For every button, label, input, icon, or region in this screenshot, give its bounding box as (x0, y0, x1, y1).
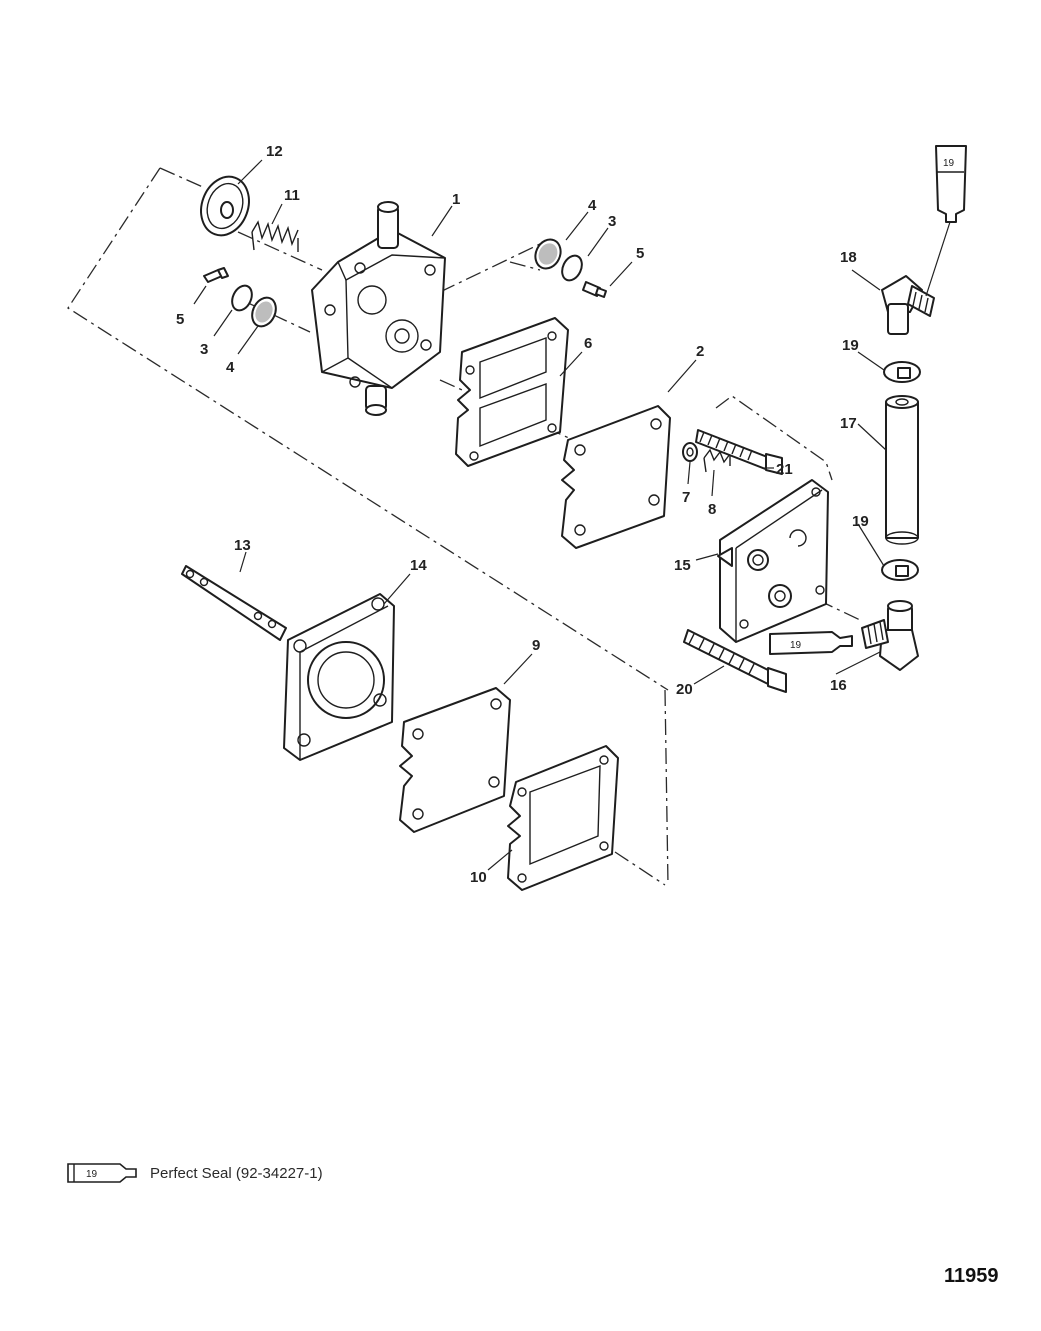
leader-lines (193, 159, 887, 871)
part-2-diaphragm (561, 405, 671, 549)
part-1-pump-body (311, 201, 446, 416)
part-4-left-screen (251, 296, 277, 328)
callout-17: 17 (840, 415, 857, 432)
tube-label-mid: 19 (790, 640, 802, 651)
part-19-clamp-bottom (881, 559, 919, 581)
part-20-screw (683, 629, 787, 693)
legend-text: Perfect Seal (92-34227-1) (150, 1164, 323, 1182)
part-13-strap (181, 565, 287, 641)
part-15-cover (717, 479, 829, 643)
part-3-left-disc (231, 284, 253, 312)
callout-15: 15 (674, 557, 691, 574)
part-6-gasket (455, 317, 569, 467)
callout-5-right: 5 (636, 245, 644, 262)
part-4-right-screen (534, 238, 562, 270)
callout-4-left: 4 (226, 359, 235, 376)
callout-13: 13 (234, 537, 251, 554)
callout-6: 6 (584, 335, 592, 352)
tube-label-top: 19 (943, 158, 955, 169)
callout-10: 10 (470, 869, 487, 886)
part-17-hose (885, 395, 919, 545)
callout-18: 18 (840, 249, 857, 266)
part-9-diaphragm (399, 687, 511, 833)
part-12-cap (200, 175, 250, 237)
legend-tube-label: 19 (86, 1169, 98, 1180)
part-11-spring (251, 220, 299, 252)
part-10-gasket (507, 745, 619, 891)
callout-2: 2 (696, 343, 704, 360)
part-19-sealant-tube-mid (769, 631, 853, 655)
callout-4-right: 4 (588, 197, 597, 214)
legend: 19 Perfect Seal (92-34227-1) (66, 1160, 323, 1186)
callout-14: 14 (410, 557, 427, 574)
callout-16: 16 (830, 677, 847, 694)
callout-3-left: 3 (200, 341, 208, 358)
callout-11: 11 (284, 187, 300, 204)
part-21-screw (695, 429, 783, 475)
part-19-sealant-tube-top (925, 145, 967, 297)
part-19-clamp-top (883, 361, 921, 383)
callout-12: 12 (266, 143, 283, 160)
callout-7: 7 (682, 489, 690, 506)
part-18-elbow (881, 275, 935, 335)
callout-9: 9 (532, 637, 540, 654)
part-14-base (283, 593, 395, 761)
part-5-left-pin (203, 267, 229, 283)
diagram-number: 11959 (944, 1265, 999, 1287)
part-16-elbow (861, 600, 919, 671)
callout-5-left: 5 (176, 311, 184, 328)
callout-8: 8 (708, 501, 716, 518)
part-7-washer (682, 442, 698, 462)
callout-21: 21 (776, 461, 793, 478)
part-3-right-disc (561, 254, 583, 282)
sealant-tube-icon: 19 (67, 1163, 137, 1183)
callout-1: 1 (452, 191, 460, 208)
callout-labels: 12 11 1 4 3 5 5 3 4 6 2 21 7 8 15 20 18 … (176, 143, 869, 886)
callout-19-top: 19 (842, 337, 859, 354)
callout-19-bottom: 19 (852, 513, 869, 530)
part-5-right-pin (582, 281, 607, 298)
callout-3-right: 3 (608, 213, 616, 230)
callout-20: 20 (676, 681, 693, 698)
